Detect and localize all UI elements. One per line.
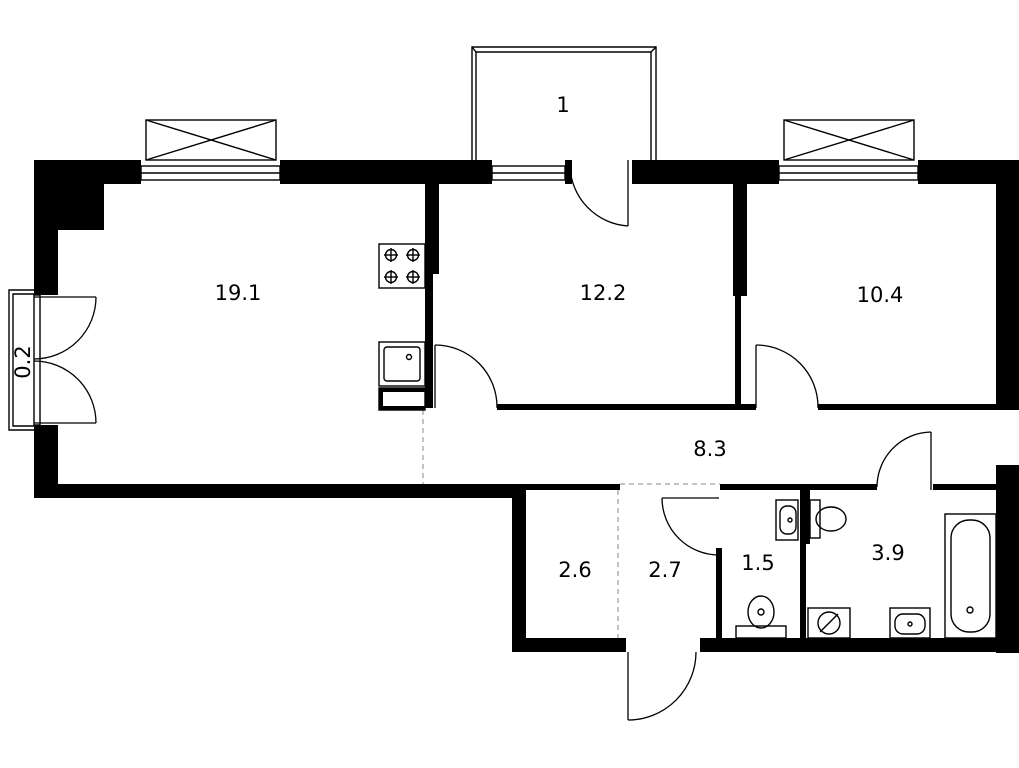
washbasin-icon [775, 499, 799, 541]
area-label-hallway: 2.7 [648, 558, 681, 582]
loggia [471, 46, 657, 160]
area-label-storage: 2.6 [558, 558, 591, 582]
area-label-toilet: 1.5 [741, 551, 774, 575]
exterior-walls [34, 160, 1019, 653]
ac-units [145, 119, 915, 161]
toilet-icon [735, 595, 787, 639]
area-label-corridor: 8.3 [693, 437, 726, 461]
kitchen-fixtures [378, 243, 426, 411]
area-label-small-balcony: 0.2 [11, 345, 35, 378]
sink-icon [378, 341, 426, 387]
interior-walls [425, 184, 998, 640]
doors [33, 160, 932, 721]
area-label-living-kitchen: 19.1 [215, 281, 262, 305]
area-labels: 19.1 12.2 10.4 1 8.3 2.6 2.7 1.5 3.9 0.2 [11, 93, 905, 582]
small-balcony [8, 289, 34, 431]
windows [33, 165, 919, 426]
area-label-loggia: 1 [556, 93, 569, 117]
washing-machine-icon [807, 607, 851, 639]
area-label-bathroom: 3.9 [871, 541, 904, 565]
bathroom-fixtures [735, 499, 997, 639]
area-label-bedroom-middle: 12.2 [580, 281, 627, 305]
counter-icon [378, 387, 426, 411]
washbasin-icon [889, 607, 931, 639]
bathtub-icon [944, 513, 997, 639]
stove-icon [378, 243, 426, 289]
area-label-bedroom-right: 10.4 [857, 283, 904, 307]
toilet-icon [809, 499, 847, 539]
zone-boundaries [422, 410, 720, 638]
